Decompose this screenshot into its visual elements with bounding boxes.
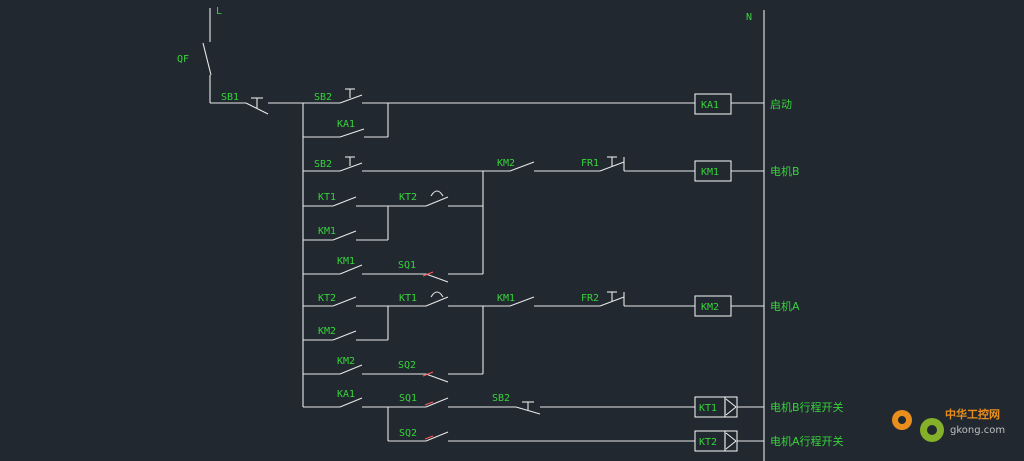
km2-coil — [694, 295, 732, 317]
watermark-text: 中华工控网 — [945, 407, 1000, 421]
km1-coil — [694, 160, 732, 182]
sb2-label-1: SB2 — [314, 92, 332, 103]
sq1-label-1: SQ1 — [398, 260, 416, 271]
kt2-description: 电机A行程开关 — [770, 434, 844, 448]
ka1-label-2: KA1 — [337, 389, 355, 400]
neutral-label: N — [746, 12, 752, 23]
kt1-label-1: KT1 — [318, 192, 336, 203]
rung-4 — [303, 264, 483, 283]
rung-7 — [303, 397, 764, 441]
km2-label-1: KM2 — [497, 158, 515, 169]
kt2-coil — [694, 430, 738, 452]
ka1-label-1: KA1 — [337, 119, 355, 130]
kt1-coil-label: KT1 — [699, 403, 717, 414]
kt1-coil — [694, 396, 738, 418]
sb1-stop-button — [210, 97, 303, 115]
rung-2 — [303, 156, 764, 274]
km1-label-1: KM1 — [318, 226, 336, 237]
sq2-label-2: SQ2 — [399, 428, 417, 439]
sb1-label: SB1 — [221, 92, 239, 103]
kt2-label-2: KT2 — [318, 293, 336, 304]
km1-label-2: KM1 — [337, 256, 355, 267]
km1-label-3: KM1 — [497, 293, 515, 304]
line-rail — [202, 8, 212, 103]
ka1-coil-label: KA1 — [701, 100, 719, 111]
ka1-description: 启动 — [770, 98, 792, 111]
rung-6 — [303, 364, 483, 383]
km2-label-2: KM2 — [318, 326, 336, 337]
km2-coil-label: KM2 — [701, 302, 719, 313]
ka1-coil — [694, 93, 732, 115]
kt1-label-2: KT1 — [399, 293, 417, 304]
rung-1 — [303, 88, 764, 138]
sq2-label-1: SQ2 — [398, 360, 416, 371]
km1-description: 电机B — [770, 164, 800, 178]
breaker-label: QF — [177, 54, 189, 65]
rung-8 — [388, 431, 764, 442]
rung-3 — [303, 190, 483, 241]
km2-description: 电机A — [770, 299, 800, 313]
fr1-label: FR1 — [581, 158, 599, 169]
watermark-logo: 中华工控网 gkong.com — [892, 407, 1005, 442]
sb2-label-3: SB2 — [492, 393, 510, 404]
sb2-label-2: SB2 — [314, 159, 332, 170]
kt2-label-1: KT2 — [399, 192, 417, 203]
line-label: L — [216, 6, 222, 17]
rung-5 — [303, 291, 764, 374]
fr2-label: FR2 — [581, 293, 599, 304]
kt1-description: 电机B行程开关 — [770, 400, 844, 414]
km2-label-3: KM2 — [337, 356, 355, 367]
kt2-coil-label: KT2 — [699, 437, 717, 448]
gear-icon — [892, 410, 944, 442]
sq1-label-2: SQ1 — [399, 393, 417, 404]
watermark-url: gkong.com — [950, 425, 1005, 436]
km1-coil-label: KM1 — [701, 167, 719, 178]
